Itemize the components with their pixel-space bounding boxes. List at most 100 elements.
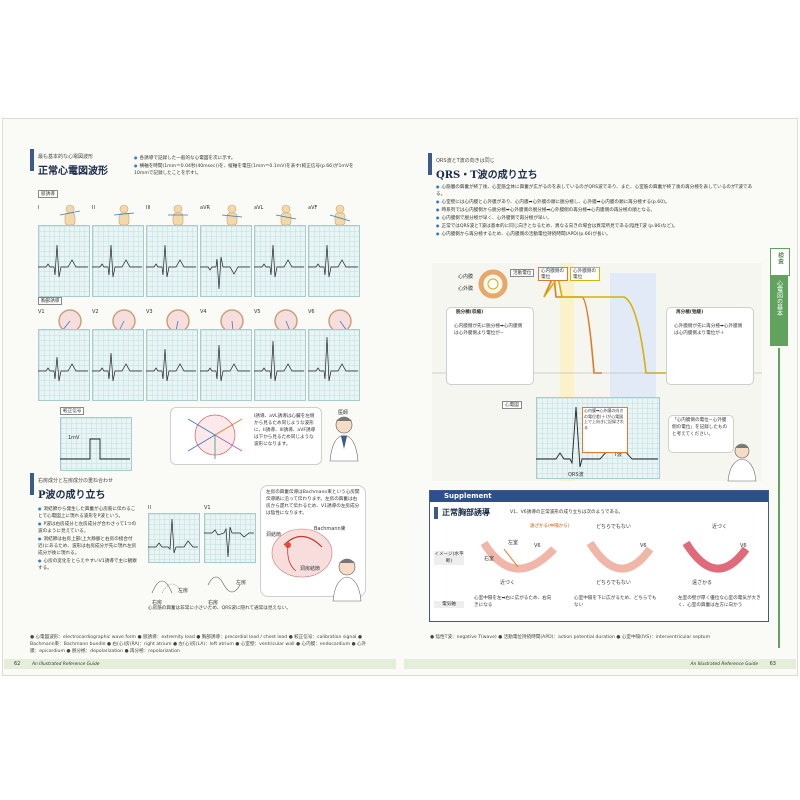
limb-lead-label-5: aVF: [308, 205, 318, 211]
chest-ecg-grid: [38, 329, 90, 401]
sec1-bullet: 各誘導で記録した一般的な心電図を次に示す。: [134, 154, 364, 162]
doctor-avatar: [329, 416, 359, 462]
calibration-value: 1mV: [68, 435, 80, 441]
sec1-bullets: 各誘導で記録した一般的な心電図を次に示す。 横軸を時間(1mm＝0.04秒(40…: [134, 154, 364, 177]
sidebar-tab-exam[interactable]: 検査: [770, 248, 790, 276]
doctor-label: 医師: [338, 410, 349, 416]
endo-label: 心内膜: [458, 274, 474, 280]
t-label: T波: [614, 452, 623, 458]
chapter-sidebar: 検査 心電図の基本: [770, 128, 790, 648]
chest-ecg-trace: [92, 352, 142, 382]
sec2-bullet: P波は右房成分と左房成分が合わさって1つの波のように見えている。: [38, 520, 138, 535]
lead-axis-note-text: I誘導、aVL誘導は心臓を左側から見るため同じような波形に、II誘導、III誘導…: [254, 414, 316, 447]
calibration-label: 較正信号: [60, 407, 85, 415]
sidebar-tab-ecg-label: 心電図の基本: [775, 280, 783, 316]
col3-bottom: 遠ざかる: [692, 580, 713, 586]
p-wave-lead-v1-trace: [204, 526, 254, 558]
body-diagram-icon: [113, 204, 135, 226]
col2-caption: 心室中隔を下に広がるため、どちらでもない: [574, 596, 657, 608]
col2-bottom: どちらでもない: [596, 580, 631, 586]
left-atrium-label: 左房: [178, 588, 189, 594]
limb-ecg-grid: [146, 225, 198, 297]
chest-lead-label-4: V5: [254, 309, 261, 315]
doctor-note: [668, 415, 734, 453]
endo-potential-tag: 心内膜側の電位: [538, 267, 568, 281]
body-diagram-icon: [329, 204, 351, 226]
sec1-title: 正常心電図波形: [38, 166, 108, 177]
sec2-bullets: 洞結節から発生した興奮が心房筋に伝わることで心電図上に現れる波形をP波という。 …: [38, 505, 138, 572]
right-atrium-label: 右房: [152, 600, 163, 606]
sidebar-tab-exam-label: 検査: [776, 252, 784, 264]
inline-note-text: 心内膜➡心外膜の向きの電位差(＋)が心電図上で上向きに記録される: [584, 408, 624, 430]
depol-text: 心内膜側が先に脱分極➡心内膜側は心外膜側より電位が−: [454, 324, 523, 336]
sec3-bullet: 心室壁には心内膜と心外膜があり、心内膜➡心外膜の順に脱分極し、心外膜➡心内膜の順…: [436, 198, 761, 206]
sec3-bullet: 正常ではQRS波とT波は基本的に同じ向きとなるため、異なる向きの場合は異常所見で…: [436, 222, 761, 230]
col1-top: 遠ざかる(中隔から): [530, 524, 570, 529]
membrane-potential-tag: 活動電位: [510, 269, 535, 277]
sec3-bullet: 心内膜側で脱分極が早く、心外膜側で再分極が早い。: [436, 214, 761, 222]
sec2-title: P波の成り立ち: [38, 490, 106, 501]
supplement-title: 正常胸部誘導: [442, 508, 490, 517]
chest-ecg-trace: [308, 336, 358, 382]
left-footer-glossary: ● 心電図波形：electrocardiographic wave form ●…: [30, 635, 367, 654]
p-wave-lead-ii-grid: [148, 513, 200, 563]
chest-lead-label-1: V2: [92, 309, 99, 315]
row-axis-label: 電気軸: [434, 601, 464, 608]
repol-title: 再分極(弛緩): [676, 310, 704, 315]
chest-lead-label-3: V4: [200, 309, 207, 315]
chest-ecg-grid: [200, 329, 252, 401]
row-image-label: イメージ(水平断): [434, 551, 464, 565]
hexaxial-diagram: [187, 414, 243, 459]
p-wave-lead-v1-grid: [204, 513, 256, 563]
sec1-subtitle: 最も基本的な心電図波形: [38, 154, 94, 160]
left-page-number: 62: [14, 661, 21, 667]
col3-v: V6: [740, 543, 747, 549]
limb-ecg-trace: [254, 244, 304, 278]
doctor-avatar-3: [727, 443, 757, 482]
depol-title: 脱分極(収縮): [456, 310, 484, 315]
chest-ecg-trace: [200, 344, 250, 382]
repol-text: 心外膜側が先に再分極➡心外膜側は心内膜側より電位が＋: [674, 324, 743, 336]
supp-heart-2: [586, 540, 654, 573]
chest-ecg-grid: [92, 329, 144, 401]
sec2-bullet: 洞結節から発生した興奮が心房筋に伝わることで心電図上に現れる波形をP波という。: [38, 505, 138, 520]
limb-lead-label: 肢誘導: [38, 190, 58, 198]
right-footer-glossary: ● 陰性T波：negative T(wave) ● 活動電位持続時間(APD)：…: [430, 635, 711, 640]
epi-potential-tag: 心外膜側の電位: [570, 267, 600, 281]
limb-lead-label-3: aVR: [200, 205, 210, 211]
chest-ecg-trace: [38, 356, 88, 382]
sec3-bullet: 心筋層の興奮が終了後、心室筋全体に興奮が広がるのを表しているのがQRS波であり、…: [436, 183, 761, 198]
sec3-bullet: 心内膜側から再分極するため、心内膜側の活動電位持続時間(APD)(p.66)が長…: [436, 230, 761, 238]
p-wave-lead-ii-label: II: [148, 505, 151, 511]
col2-top: どちらでもない: [596, 524, 631, 530]
sec2-bullet: 心房の変化をとらえやすいV1誘導で主に観察する。: [38, 557, 138, 572]
sec3-bullet: 時系列では心内膜側から脱分極➡心外膜側の脱分極➡心外膜側の再分極➡心内膜側の再分…: [436, 206, 761, 214]
limb-ecg-grid: [200, 225, 252, 297]
bachmann-bubble-text: 左房の興奮伝導はBachmann束という心房間伝導路に沿って伝わります。左房の興…: [266, 490, 360, 516]
left-page-bar: 62 An Illustrated Reference Guide: [4, 659, 396, 669]
sinus-node-label: 洞結節: [266, 532, 282, 538]
supplement-intro: V1、V6誘導の正常波形の成り立ちは次のようである。: [510, 510, 624, 515]
col1-left: 左室: [508, 540, 519, 546]
col1-v: V6: [534, 543, 541, 549]
left-guide-title: An Illustrated Reference Guide: [31, 662, 100, 667]
col2-v: V6: [640, 543, 647, 549]
limb-lead-label-2: III: [146, 205, 151, 211]
cell-rings: [478, 269, 508, 299]
body-diagram-icon: [221, 204, 243, 226]
p-wave-caption: 心房筋の興奮は非常に小さいため、QRS波に隠れて通常は見えない。: [148, 606, 291, 611]
limb-lead-label-0: I: [38, 205, 40, 211]
limb-ecg-trace: [38, 244, 88, 278]
sidebar-tab-ecg-basics[interactable]: 心電図の基本: [770, 276, 788, 346]
sec3-title: QRS・T波の成り立ち: [436, 170, 538, 181]
sec3-bullets: 心筋層の興奮が終了後、心室筋全体に興奮が広がるのを表しているのがQRS波であり、…: [436, 183, 761, 238]
limb-ecg-grid: [308, 225, 360, 297]
limb-ecg-trace: [308, 244, 358, 278]
body-diagram-icon: [275, 204, 297, 226]
supplement-title-bar: [434, 507, 438, 519]
col1-caption: 心室中隔を左➡右に広がるため、右向きになる: [474, 596, 552, 608]
limb-ecg-trace: [146, 244, 196, 278]
chest-lead-label-2: V3: [146, 309, 153, 315]
right-page-number: 63: [769, 661, 776, 667]
right-page-bar: An Illustrated Reference Guide 63: [404, 659, 796, 669]
